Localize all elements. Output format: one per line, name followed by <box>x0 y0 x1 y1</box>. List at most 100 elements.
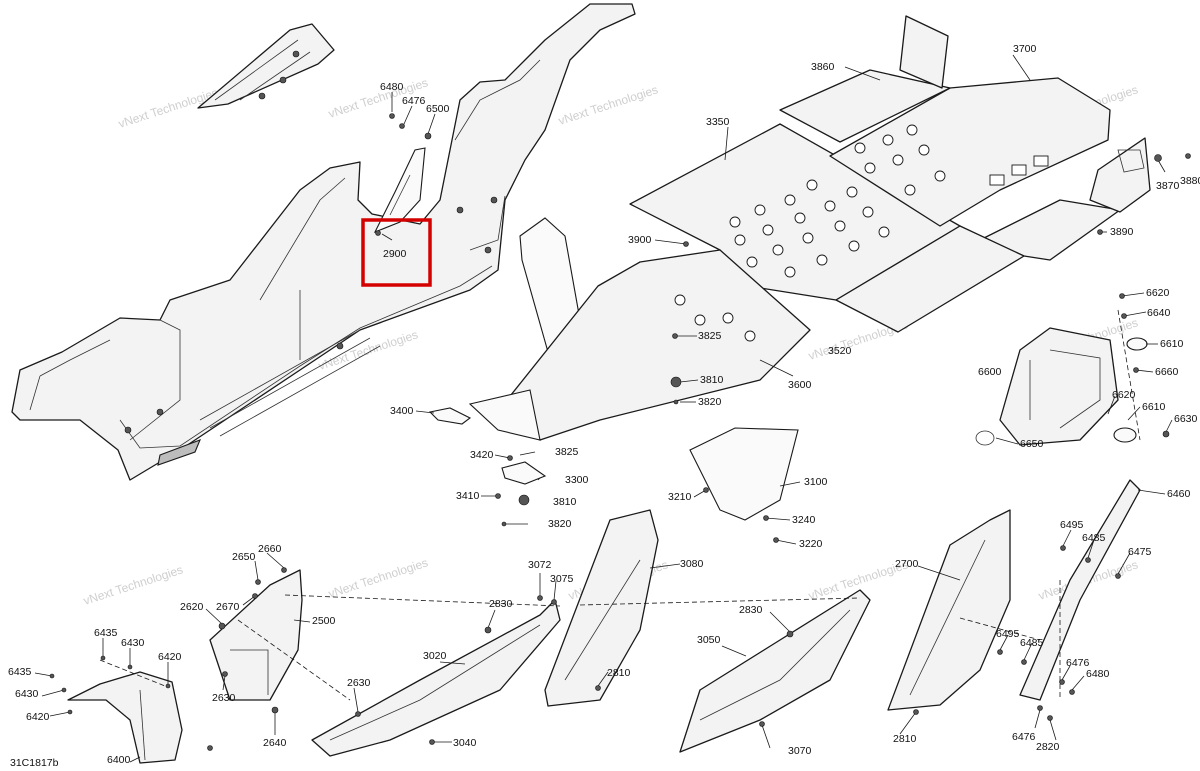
callout-3220: 3220 <box>799 538 823 550</box>
floor-panel-3700 <box>829 77 1111 227</box>
callout-2620: 2620 <box>180 601 204 613</box>
drawing-code: 31C1817b <box>10 757 59 769</box>
callout-6430: 6430 <box>121 637 145 649</box>
callout-3825: 3825 <box>698 330 722 342</box>
callout-3040: 3040 <box>453 737 477 749</box>
callout-6610: 6610 <box>1160 338 1184 350</box>
callout-6476: 6476 <box>402 95 426 107</box>
watermark-text: vNext Technologies <box>82 562 185 607</box>
callout-6475: 6475 <box>1128 546 1152 558</box>
callout-6620: 6620 <box>1112 389 1136 401</box>
rocker-panel-3020 <box>311 599 561 757</box>
callout-2630: 2630 <box>347 677 371 689</box>
fasteners <box>49 113 1191 751</box>
panel-2500 <box>209 569 303 701</box>
callout-2500: 2500 <box>312 615 336 627</box>
callout-3420: 3420 <box>470 449 494 461</box>
callout-6650: 6650 <box>1020 438 1044 450</box>
callout-2810: 2810 <box>607 667 631 679</box>
callout-6485: 6485 <box>1082 532 1106 544</box>
callout-6480: 6480 <box>380 81 404 93</box>
callout-labels: 6480 6476 6500 2900 3350 3860 3700 3870 … <box>8 43 1200 766</box>
callout-3810: 3810 <box>553 496 577 508</box>
callout-3600: 3600 <box>788 379 812 391</box>
bracket-3300 <box>501 461 547 485</box>
callout-6460: 6460 <box>1167 488 1191 500</box>
callout-6660: 6660 <box>1155 366 1179 378</box>
callout-2830: 2830 <box>739 604 763 616</box>
callout-3820: 3820 <box>548 518 572 530</box>
leader-lines <box>34 54 1173 763</box>
callout-3880: 3880 <box>1180 175 1200 187</box>
callout-3080: 3080 <box>680 558 704 570</box>
watermark-text: vNext Technologies <box>117 85 220 130</box>
callout-3020: 3020 <box>423 650 447 662</box>
door-3050 <box>679 589 871 753</box>
callout-3410: 3410 <box>456 490 480 502</box>
callout-6620: 6620 <box>1146 287 1170 299</box>
callout-3075: 3075 <box>550 573 574 585</box>
highlight-box-2900 <box>361 218 432 287</box>
floor-panel-3520 <box>835 225 1025 333</box>
callout-3300: 3300 <box>565 474 589 486</box>
callout-2660: 2660 <box>258 543 282 555</box>
floor-holes <box>674 124 1049 342</box>
callout-6435: 6435 <box>94 627 118 639</box>
floor-panel-3600 <box>468 249 811 441</box>
bracket-3400 <box>428 407 472 425</box>
panel-2900 <box>373 147 426 236</box>
callout-6600: 6600 <box>978 366 1002 378</box>
callout-6400: 6400 <box>107 754 131 766</box>
callout-3210: 3210 <box>668 491 692 503</box>
door-2700 <box>887 509 1011 711</box>
callout-3520: 3520 <box>828 345 852 357</box>
callout-2650: 2650 <box>232 551 256 563</box>
callout-3870: 3870 <box>1156 180 1180 192</box>
callout-6485: 6485 <box>1020 637 1044 649</box>
callout-2640: 2640 <box>263 737 287 749</box>
panel-3100 <box>689 427 799 521</box>
callout-6480: 6480 <box>1086 668 1110 680</box>
callout-3900: 3900 <box>628 234 652 246</box>
callout-2630: 2630 <box>212 692 236 704</box>
callout-6420: 6420 <box>158 651 182 663</box>
callout-3240: 3240 <box>792 514 816 526</box>
callout-3050: 3050 <box>697 634 721 646</box>
callout-3860: 3860 <box>811 61 835 73</box>
callout-3700: 3700 <box>1013 43 1037 55</box>
callout-6495: 6495 <box>996 628 1020 640</box>
callout-6435: 6435 <box>8 666 32 678</box>
callout-3350: 3350 <box>706 116 730 128</box>
callout-6430: 6430 <box>15 688 39 700</box>
callout-6495: 6495 <box>1060 519 1084 531</box>
storage-box-6600 <box>975 327 1148 446</box>
watermark-text: vNext Technologies <box>327 555 430 600</box>
callout-3400: 3400 <box>390 405 414 417</box>
callout-2900: 2900 <box>383 248 407 260</box>
callout-3890: 3890 <box>1110 226 1134 238</box>
callout-3072: 3072 <box>528 559 552 571</box>
door-3080 <box>544 509 659 707</box>
floor-panel-3860 <box>779 15 951 143</box>
callout-2700: 2700 <box>895 558 919 570</box>
callout-6500: 6500 <box>426 103 450 115</box>
callout-6420: 6420 <box>26 711 50 723</box>
callout-2810: 2810 <box>893 733 917 745</box>
callout-6610: 6610 <box>1142 401 1166 413</box>
side-shield-3870 <box>1089 137 1151 213</box>
callout-2670: 2670 <box>216 601 240 613</box>
watermark-text: vNext Technologies <box>557 82 660 127</box>
callout-3825: 3825 <box>555 446 579 458</box>
callout-3820: 3820 <box>698 396 722 408</box>
callout-2820: 2820 <box>1036 741 1060 753</box>
assembly-lines <box>99 309 1141 701</box>
fender-6400 <box>67 671 183 764</box>
callout-6640: 6640 <box>1147 307 1171 319</box>
callout-3810: 3810 <box>700 374 724 386</box>
hood-panel <box>197 23 335 109</box>
callout-6476: 6476 <box>1012 731 1036 743</box>
callout-3070: 3070 <box>788 745 812 757</box>
callout-6476: 6476 <box>1066 657 1090 669</box>
callout-3100: 3100 <box>804 476 828 488</box>
